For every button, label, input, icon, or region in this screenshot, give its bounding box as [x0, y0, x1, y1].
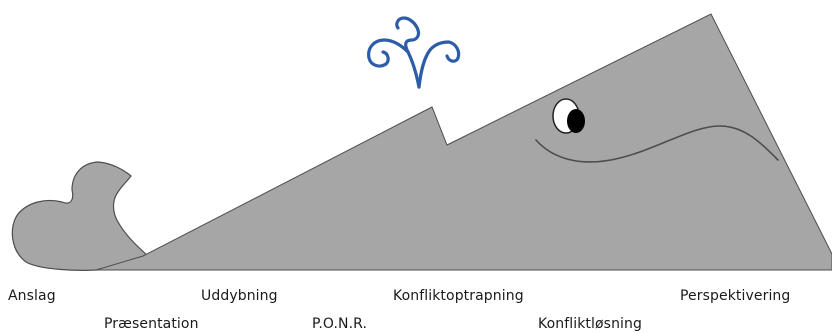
water-spout-icon	[369, 18, 459, 87]
stage-label-uddybning: Uddybning	[201, 288, 278, 304]
stage-label-praesentation: Præsentation	[104, 316, 199, 332]
whale-tail-fin	[12, 162, 148, 270]
whale-body	[96, 14, 832, 270]
eye-pupil	[567, 109, 585, 133]
stage-label-perspektivering: Perspektivering	[680, 288, 790, 304]
stage-label-konfliktoptrapning: Konfliktoptrapning	[393, 288, 524, 304]
stage-label-ponr: P.O.N.R.	[312, 316, 367, 332]
stage-label-anslag: Anslag	[8, 288, 56, 304]
stage-label-konfliktlosning: Konfliktløsning	[538, 316, 642, 332]
